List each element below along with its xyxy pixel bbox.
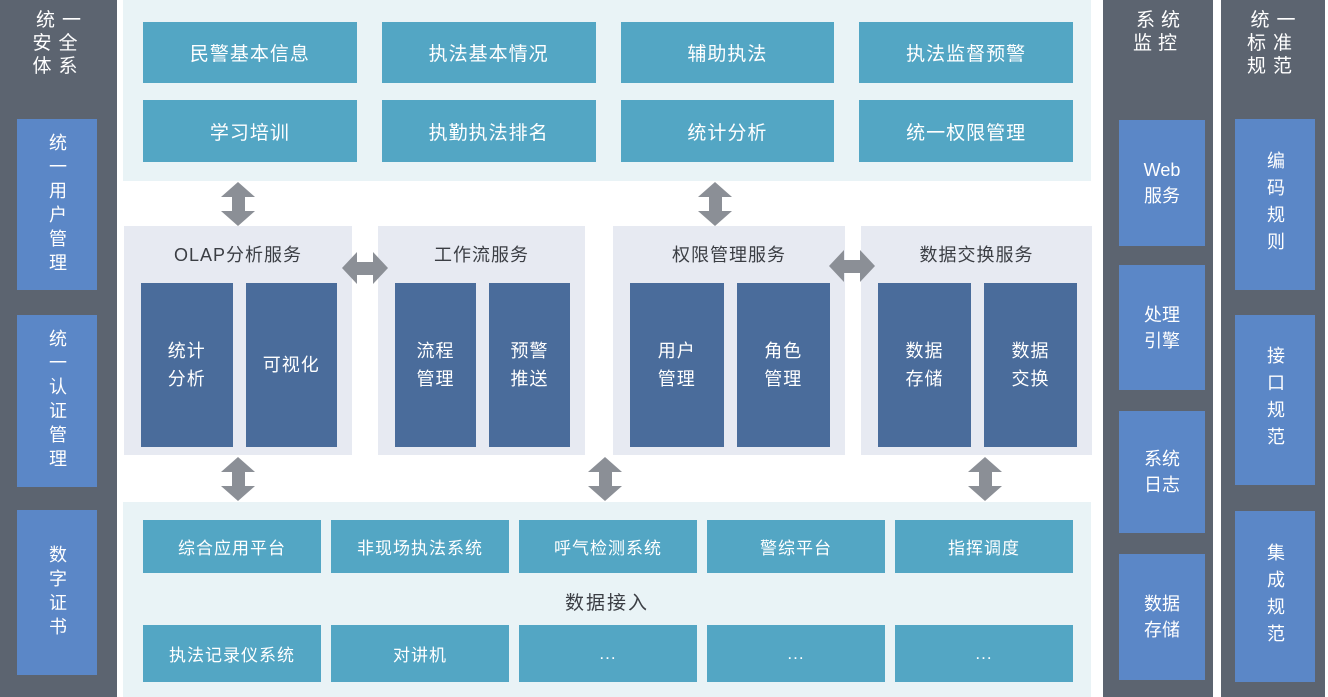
standard-item-coding-rules: 编码规则 xyxy=(1235,119,1315,290)
service-box-stat-analysis: 统计 分析 xyxy=(141,283,233,447)
panel-title-authority: 权限管理服务 xyxy=(672,245,786,265)
source-box-breath-test: 呼气检测系统 xyxy=(519,520,697,573)
monitor-item-system-log: 系统 日志 xyxy=(1119,411,1205,533)
security-item-digital-cert: 数字证书 xyxy=(17,510,97,675)
monitor-item-web-service: Web 服务 xyxy=(1119,120,1205,246)
service-box-warning-push: 预警 推送 xyxy=(489,283,570,447)
monitor-item-process-engine: 处理 引擎 xyxy=(1119,265,1205,390)
security-item-auth-mgmt: 统一认证管理 xyxy=(17,315,97,487)
app-box-law-basic: 执法基本情况 xyxy=(381,22,596,83)
source-box-intercom: 对讲机 xyxy=(331,625,509,682)
security-item-user-mgmt: 统一用户管理 xyxy=(17,119,97,290)
application-row-2: 学习培训 执勤执法排名 统计分析 统一权限管理 xyxy=(143,100,1073,162)
source-box-dispatch: 指挥调度 xyxy=(895,520,1073,573)
double-arrow-vertical-icon xyxy=(968,457,1002,501)
service-panel-olap: OLAP分析服务 统计 分析 可视化 xyxy=(124,226,352,455)
standard-item-integration-spec: 集成规范 xyxy=(1235,511,1315,682)
app-box-duty-ranking: 执勤执法排名 xyxy=(381,100,596,162)
access-layer: 综合应用平台 非现场执法系统 呼气检测系统 警综平台 指挥调度 数据接入 执法记… xyxy=(123,502,1091,697)
data-access-label: 数据接入 xyxy=(564,592,649,614)
app-box-supervise-warn: 执法监督预警 xyxy=(859,22,1073,83)
source-box-ellipsis-1: ... xyxy=(519,625,697,682)
service-box-user-mgmt: 用户 管理 xyxy=(630,283,724,447)
source-box-ellipsis-3: ... xyxy=(895,625,1073,682)
app-box-statistics: 统计分析 xyxy=(620,100,835,162)
panel-title-workflow: 工作流服务 xyxy=(434,245,529,265)
service-box-visualization: 可视化 xyxy=(245,283,337,447)
double-arrow-vertical-icon xyxy=(698,182,732,226)
service-box-role-mgmt: 角色 管理 xyxy=(736,283,830,447)
standards-panel: 统一 标准 规范 编码规则 接口规范 集成规范 xyxy=(1221,0,1325,697)
source-box-police-portal: 警综平台 xyxy=(707,520,885,573)
app-box-assist-law: 辅助执法 xyxy=(620,22,835,83)
standards-panel-title: 统一 标准 规范 xyxy=(1246,10,1303,77)
service-box-data-exchange: 数据 交换 xyxy=(984,283,1077,447)
source-box-offsite-law: 非现场执法系统 xyxy=(331,520,509,573)
monitor-panel-title: 系统 监控 xyxy=(1132,10,1186,54)
service-panel-workflow: 工作流服务 流程 管理 预警 推送 xyxy=(378,226,585,455)
security-panel-title: 统一 安全 体系 xyxy=(32,10,88,77)
access-row-2: 执法记录仪系统 对讲机 ... ... ... xyxy=(143,625,1073,682)
panel-title-data-exchange: 数据交换服务 xyxy=(919,245,1034,265)
service-panel-authority: 权限管理服务 用户 管理 角色 管理 xyxy=(613,226,845,455)
double-arrow-vertical-icon xyxy=(588,457,622,501)
app-box-police-info: 民警基本信息 xyxy=(143,22,357,83)
double-arrow-horizontal-icon xyxy=(342,252,388,284)
double-arrow-vertical-icon xyxy=(221,457,255,501)
service-panel-data-exchange: 数据交换服务 数据 存储 数据 交换 xyxy=(861,226,1092,455)
standard-item-interface-spec: 接口规范 xyxy=(1235,315,1315,485)
source-box-ellipsis-2: ... xyxy=(707,625,885,682)
app-box-authority-mgmt: 统一权限管理 xyxy=(859,100,1073,162)
double-arrow-horizontal-icon xyxy=(829,250,875,282)
application-row-1: 民警基本信息 执法基本情况 辅助执法 执法监督预警 xyxy=(143,22,1073,83)
double-arrow-vertical-icon xyxy=(221,182,255,226)
app-box-training: 学习培训 xyxy=(143,100,357,162)
security-panel: 统一 安全 体系 统一用户管理 统一认证管理 数字证书 xyxy=(0,0,117,697)
access-row-1: 综合应用平台 非现场执法系统 呼气检测系统 警综平台 指挥调度 xyxy=(143,520,1073,573)
service-box-data-storage: 数据 存储 xyxy=(878,283,971,447)
monitor-item-data-storage: 数据 存储 xyxy=(1119,554,1205,680)
source-box-app-platform: 综合应用平台 xyxy=(143,520,321,573)
service-box-process-mgmt: 流程 管理 xyxy=(395,283,476,447)
source-box-body-camera: 执法记录仪系统 xyxy=(143,625,321,682)
panel-title-olap: OLAP分析服务 xyxy=(173,245,303,265)
application-layer: 民警基本信息 执法基本情况 辅助执法 执法监督预警 学习培训 执勤执法排名 统计… xyxy=(123,0,1091,181)
monitor-panel: 系统 监控 Web 服务 处理 引擎 系统 日志 数据 存储 xyxy=(1103,0,1213,697)
